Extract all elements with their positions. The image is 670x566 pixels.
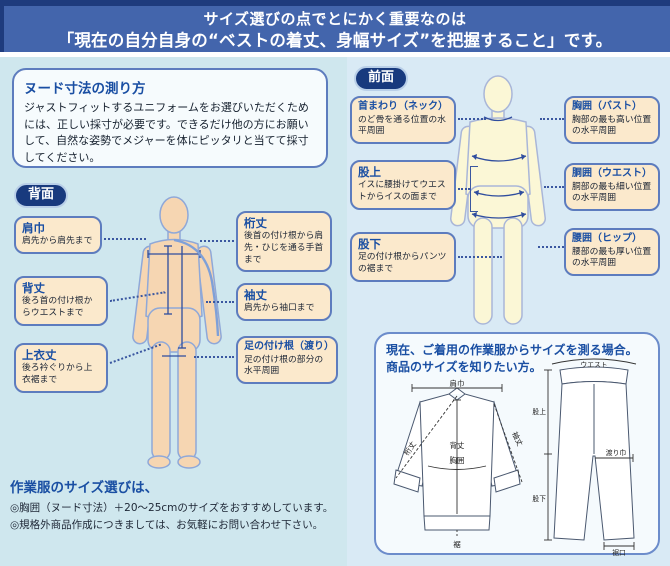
leader-line xyxy=(200,240,234,242)
jacket-label-sodetake: 袖丈 xyxy=(510,430,526,448)
label-desc: 肩先から袖口まで xyxy=(244,303,315,314)
front-label-rise: 股上 イスに腰掛けてウエストからイスの面まで xyxy=(350,160,456,210)
label-title: 首まわり（ネック） xyxy=(358,101,448,112)
header-banner: サイズ選びの点でとにかく重要なのは 「現在の自分自身の“ベストの着丈、身幅サイズ… xyxy=(0,0,670,52)
pants-label-susoguchi: 裾口 xyxy=(612,548,626,557)
label-desc: 足の付け根からパンツの裾まで xyxy=(358,252,447,274)
front-section-badge: 前面 xyxy=(354,66,409,91)
jacket-label-setake: 背丈 xyxy=(450,440,465,450)
label-title: 上衣丈 xyxy=(22,348,57,362)
label-desc: 胸部の最も高い位置の水平周囲 xyxy=(572,114,652,137)
front-label-bust: 胸囲（バスト） 胸部の最も高い位置の水平周囲 xyxy=(564,96,660,144)
jacket-label-suso: 裾 xyxy=(453,539,461,549)
label-desc: 肩先から肩先まで xyxy=(22,236,93,247)
garment-box-title-line1: 現在、ご着用の作業服からサイズを測る場合。 xyxy=(386,343,638,357)
leader-line xyxy=(458,118,486,120)
size-note-line2: ◎規格外商品作成につきましては、お気軽にお問い合わせ下さい。 xyxy=(10,518,324,531)
pants-diagram: ウエスト 股上 渡り巾 股下 裾口 xyxy=(532,358,637,557)
leader-line xyxy=(458,188,470,190)
garment-measuring-box: 現在、ご着用の作業服からサイズを測る場合。 商品のサイズを知りたい方。 xyxy=(374,332,660,557)
pants-label-waist: ウエスト xyxy=(580,361,607,369)
jacket-diagram: 肩巾 背丈 桁丈 袖丈 胸囲 裾 xyxy=(393,378,526,549)
back-figure-illustration xyxy=(132,196,222,469)
leader-line xyxy=(206,301,234,303)
label-title: 袖丈 xyxy=(244,288,267,302)
pants-label-matashita: 股下 xyxy=(532,495,546,503)
size-note-title: 作業服のサイズ選びは、 xyxy=(10,480,159,496)
leader-line xyxy=(538,246,564,248)
back-label-thigh: 足の付け根（渡り） 足の付け根の部分の水平周囲 xyxy=(236,336,338,384)
rise-bracket xyxy=(470,166,478,212)
pants-label-watarihaba: 渡り巾 xyxy=(606,448,627,457)
back-label-sleeve-length: 袖丈 肩先から袖口まで xyxy=(236,283,332,321)
label-desc: 足の付け根の部分の水平周囲 xyxy=(244,354,324,377)
label-desc: イスに腰掛けてウエストからイスの面まで xyxy=(358,180,446,202)
nude-measuring-box: ヌード寸法の測り方 ジャストフィットするユニフォームをお選びいただくためには、正… xyxy=(12,68,328,168)
pants-label-mataue: 股上 xyxy=(532,407,546,416)
label-title: 股下 xyxy=(358,237,381,251)
label-desc: のど骨を通る位置の水平周囲 xyxy=(358,114,446,137)
label-title: 胴囲（ウエスト） xyxy=(572,168,652,179)
jacket-label-kyoi: 胸囲 xyxy=(450,455,465,465)
label-title: 胸囲（バスト） xyxy=(572,101,642,112)
back-section-badge: 背面 xyxy=(14,183,69,208)
leader-line xyxy=(540,118,564,120)
label-title: 股上 xyxy=(358,165,381,179)
back-label-back-length: 背丈 後ろ首の付け根からウエストまで xyxy=(14,276,108,326)
label-title: 背丈 xyxy=(22,281,45,295)
size-selection-note: 作業服のサイズ選びは、 ◎胸囲（ヌード寸法）＋20～25cmのサイズをおすすめし… xyxy=(10,476,370,534)
header-line1: サイズ選びの点でとにかく重要なのは xyxy=(203,10,467,28)
nude-measuring-body: ジャストフィットするユニフォームをお選びいただくためには、正しい採寸が必要です。… xyxy=(24,101,309,164)
front-label-hip: 腰囲（ヒップ） 腰部の最も厚い位置の水平周囲 xyxy=(564,228,660,276)
label-desc: 後ろ首の付け根からウエストまで xyxy=(22,296,93,318)
front-label-inseam: 股下 足の付け根からパンツの裾まで xyxy=(350,232,456,282)
label-title: 腰囲（ヒップ） xyxy=(572,233,642,244)
garment-box-title-line2: 商品のサイズを知りたい方。 xyxy=(386,360,542,375)
label-desc: 腰部の最も厚い位置の水平周囲 xyxy=(572,246,652,269)
size-note-line1: ◎胸囲（ヌード寸法）＋20～25cmのサイズをおすすめしています。 xyxy=(10,502,334,514)
leader-line xyxy=(458,256,502,258)
front-figure-illustration xyxy=(450,75,546,325)
label-desc: 胴部の最も細い位置の水平周囲 xyxy=(572,181,652,204)
header-left-border xyxy=(0,0,4,52)
back-label-shoulder-width: 肩巾 肩先から肩先まで xyxy=(14,216,102,254)
front-label-neck: 首まわり（ネック） のど骨を通る位置の水平周囲 xyxy=(350,96,456,144)
leader-line xyxy=(104,238,146,240)
label-desc: 後ろ衿ぐりから上衣裾まで xyxy=(22,363,93,385)
jacket-label-katahaba: 肩巾 xyxy=(450,378,465,388)
leader-line xyxy=(544,186,564,188)
back-label-sleeve-reach: 桁丈 後首の付け根から肩先・ひじを通る手首まで xyxy=(236,211,332,273)
front-label-waist: 胴囲（ウエスト） 胴部の最も細い位置の水平周囲 xyxy=(564,163,660,211)
leader-line xyxy=(194,356,234,358)
header-line2: 「現在の自分自身の“ベストの着丈、身幅サイズ”を把握すること」です。 xyxy=(57,31,613,50)
label-title: 桁丈 xyxy=(244,216,267,230)
label-title: 肩巾 xyxy=(22,221,45,235)
nude-measuring-title: ヌード寸法の測り方 xyxy=(24,81,146,97)
header-top-border xyxy=(0,0,670,6)
label-title: 足の付け根（渡り） xyxy=(244,341,334,352)
label-desc: 後首の付け根から肩先・ひじを通る手首まで xyxy=(244,231,324,265)
back-label-jacket-length: 上衣丈 後ろ衿ぐりから上衣裾まで xyxy=(14,343,108,393)
